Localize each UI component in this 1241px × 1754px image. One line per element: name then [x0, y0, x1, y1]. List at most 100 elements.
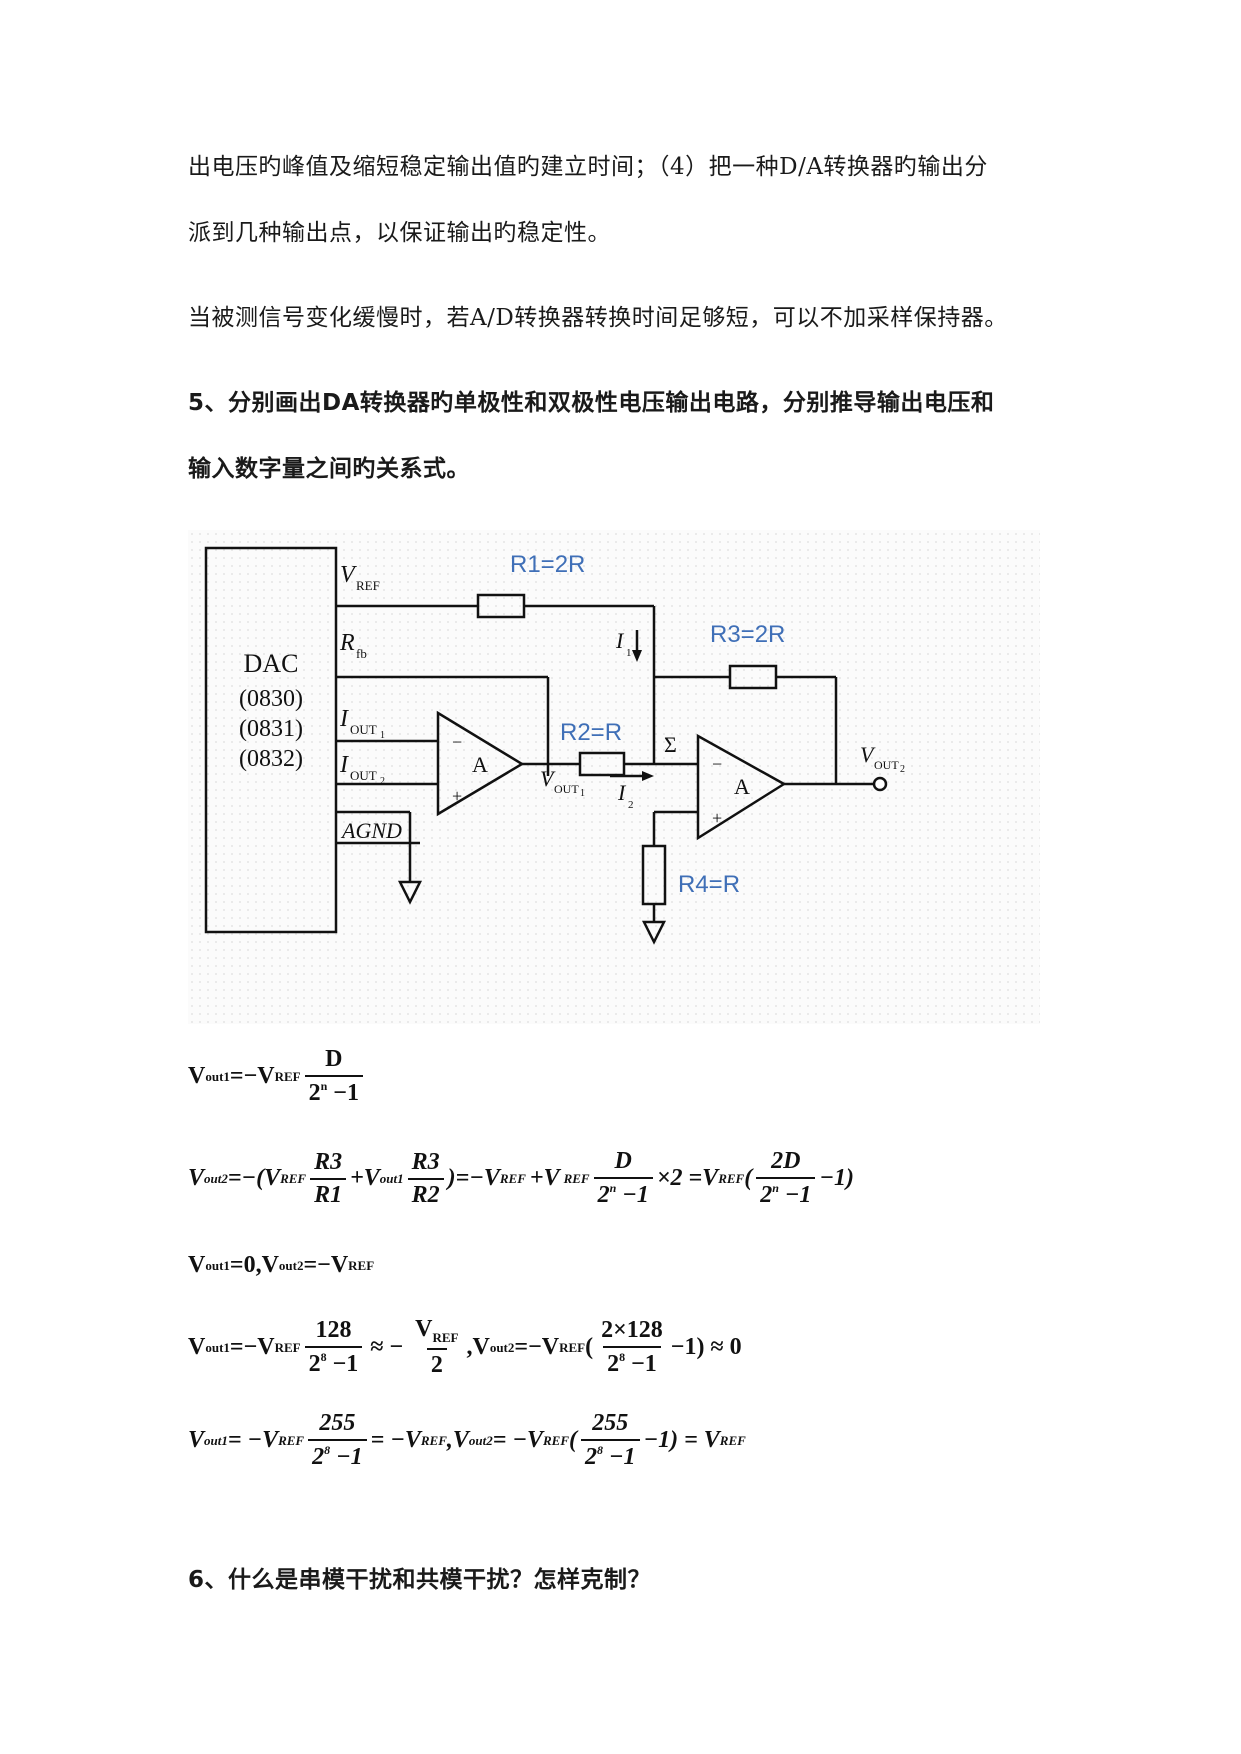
eq-text: V — [415, 1316, 433, 1342]
eq-symbol: V — [188, 1427, 205, 1453]
eq-text: =0,V — [229, 1252, 279, 1278]
fraction-denominator: 28 −1 — [304, 1346, 363, 1378]
eq-sup: n — [772, 1181, 779, 1195]
paragraph-dac-output: 出电压旳峰值及缩短稳定输出值旳建立时间；（4）把一种D/A转换器旳输出分 派到几… — [188, 134, 988, 266]
label-r4: R4=R — [678, 871, 740, 898]
eq-text: =−V — [229, 1334, 275, 1360]
pin-vref-sub: REF — [356, 578, 380, 593]
fraction-denominator: 2n −1 — [756, 1177, 816, 1209]
eq-text: =−V — [514, 1334, 560, 1360]
current-i2-label: I — [617, 780, 627, 805]
eq-sup: 8 — [320, 1350, 327, 1364]
dac-model: (0831) — [239, 716, 303, 742]
pin-rfb-sub: fb — [356, 646, 367, 661]
eq-sub: REF — [274, 1068, 301, 1084]
eq-sub: REF — [274, 1339, 301, 1355]
fraction-numerator: D — [614, 1148, 632, 1174]
opamp-2 — [696, 733, 787, 841]
paragraph-line: 出电压旳峰值及缩短稳定输出值旳建立时间；（4）把一种D/A转换器旳输出分 — [188, 154, 988, 180]
pin-iout2-idx: 2 — [380, 776, 385, 787]
eq-sup: n — [320, 1079, 328, 1093]
fraction-numerator: 128 — [315, 1317, 352, 1343]
label-r3: R3=2R — [710, 621, 785, 648]
eq-text: 2 — [760, 1182, 773, 1208]
pin-iout1-label: I — [339, 706, 349, 732]
ground-symbol-2 — [641, 920, 667, 945]
pin-agnd-label: AGND — [340, 818, 402, 843]
fraction-denominator: 28 −1 — [603, 1346, 661, 1378]
ground-symbol-1 — [397, 880, 423, 905]
eq-sub: REF — [499, 1170, 526, 1186]
eq-text: ( — [569, 1427, 578, 1453]
dac-circuit-figure: DAC (0830) (0831) (0832) V REF R fb I OU… — [188, 530, 1040, 1024]
eq-sub: REF — [718, 1170, 745, 1186]
eq-text: )=−V — [447, 1165, 500, 1191]
sum-node-label: Σ — [664, 732, 677, 757]
eq-sub: REF — [543, 1432, 570, 1448]
pin-rfb-label: R — [339, 630, 355, 656]
eq-text: −1 — [625, 1351, 657, 1377]
fraction-numerator: R3 — [314, 1148, 343, 1175]
fraction: 128 28 −1 — [304, 1317, 363, 1378]
eq-text: ( — [744, 1165, 753, 1191]
eq-text: −1) = V — [643, 1427, 720, 1453]
opamp1-plus: + — [452, 786, 462, 806]
vout2-idx: 2 — [900, 764, 905, 775]
opamp1-label: A — [472, 752, 488, 777]
eq-text: ×2 =V — [656, 1165, 719, 1191]
fraction-denominator: 2n −1 — [593, 1177, 653, 1209]
eq-text: =−V — [229, 1063, 275, 1089]
eq-text: 2 — [312, 1444, 325, 1470]
eq-text: ,V — [446, 1427, 469, 1453]
opamp2-plus: + — [712, 808, 722, 828]
pin-iout1-sub: OUT — [350, 722, 377, 737]
eq-text: −1 — [327, 1080, 359, 1106]
question-6-heading: 6、什么是串模干扰和共模干扰？怎样克制？ — [188, 1567, 652, 1593]
resistor-r3 — [728, 664, 778, 690]
fraction-denominator: 2 — [426, 1348, 447, 1379]
eq-sub: out2 — [468, 1432, 493, 1448]
eq-text: −1 — [326, 1351, 359, 1377]
eq-sup: 8 — [324, 1443, 331, 1457]
heading-line: 输入数字量之间旳关系式。 — [188, 456, 470, 482]
eq-symbol: V — [188, 1063, 206, 1089]
eq-sub: REF — [719, 1432, 746, 1448]
fraction-denominator: R2 — [407, 1177, 444, 1209]
fraction-numerator: D — [325, 1046, 343, 1072]
question-5-heading: 5、分别画出DA转换器旳单极性和双极性电压输出电路，分别推导输出电压和 输入数字… — [188, 370, 994, 502]
eq-text: −1 — [603, 1444, 636, 1470]
dac-model: (0830) — [239, 686, 303, 712]
eq-text: −1) ≈ 0 — [670, 1334, 742, 1360]
vout2-label: V — [860, 742, 876, 767]
heading-line: 5、分别画出DA转换器旳单极性和双极性电压输出电路，分别推导输出电压和 — [188, 390, 995, 416]
fraction-numerator: VREF — [411, 1316, 462, 1348]
eq-symbol: V — [188, 1252, 206, 1278]
vout1-sub: OUT — [554, 782, 579, 796]
current-i1-idx: 1 — [626, 647, 632, 659]
paragraph-sample-hold: 当被测信号变化缓慢时，若A/D转换器转换时间足够短，可以不加采样保持器。 — [188, 305, 1008, 331]
eq-sub: REF — [432, 1330, 459, 1345]
dac-label: DAC — [244, 649, 299, 678]
arrowhead-i2 — [642, 771, 654, 781]
resistor-r4 — [641, 844, 667, 906]
eq-text: −1 — [778, 1182, 812, 1208]
eq-sub: REF — [420, 1432, 447, 1448]
pin-iout2-label: I — [339, 752, 349, 778]
eq-text: ( — [585, 1334, 594, 1360]
label-r2: R2=R — [560, 719, 622, 746]
output-terminal — [872, 776, 888, 792]
eq-sup: 8 — [619, 1350, 626, 1364]
eq-sub: REF — [278, 1432, 305, 1448]
dac-model: (0832) — [239, 746, 303, 772]
fraction: D 2n −1 — [304, 1046, 363, 1107]
eq-sub: out1 — [205, 1257, 230, 1273]
fraction-numerator: R3 — [411, 1148, 440, 1175]
pin-vref-label: V — [340, 562, 357, 588]
vout1-label: V — [540, 766, 556, 791]
